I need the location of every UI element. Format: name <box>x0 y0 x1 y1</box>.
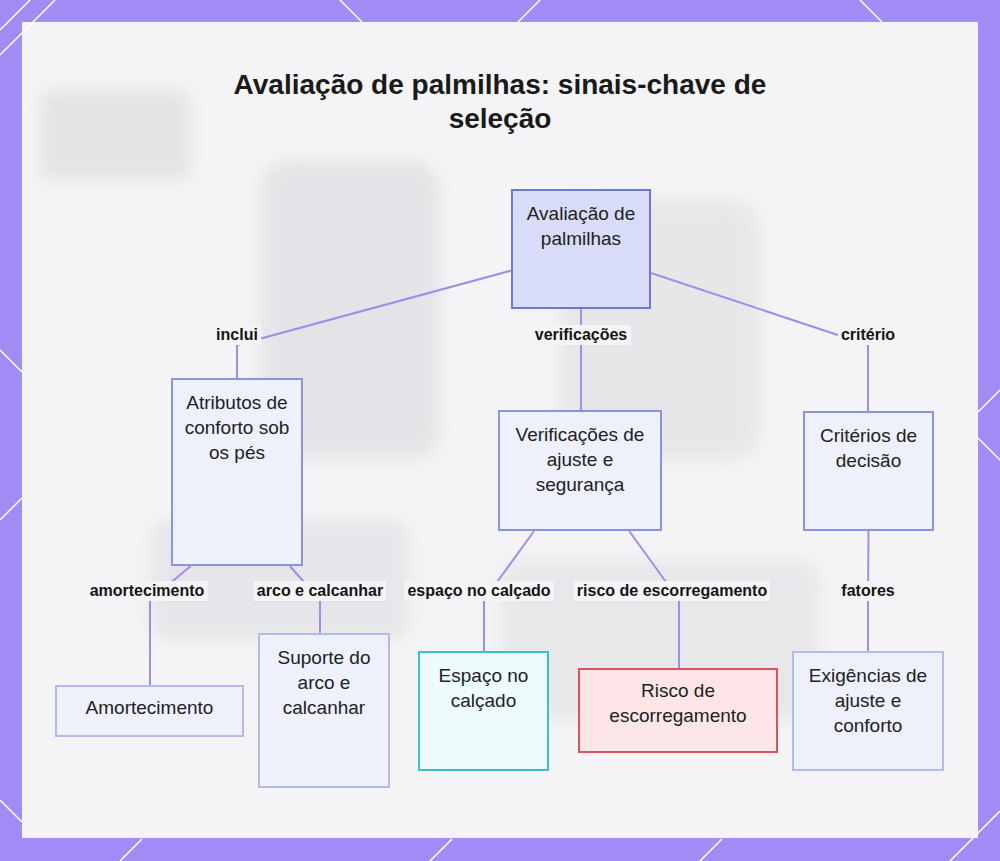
concept-box: Atributos de conforto sob os pés <box>171 378 303 566</box>
box-text: Verificações de ajuste e segurança <box>508 422 652 497</box>
concept-box: Suporte do arco e calcanhar <box>258 633 390 788</box>
box-text: Atributos de conforto sob os pés <box>181 390 293 465</box>
edge-label: fatores <box>838 581 897 601</box>
concept-box: Critérios de decisão <box>803 411 934 531</box>
edge-label: espaço no calçado <box>404 581 553 601</box>
edge-label: critério <box>838 325 898 345</box>
edge-label: arco e calcanhar <box>254 581 386 601</box>
edge-label: verificações <box>532 325 631 345</box>
box-text: Avaliação de palmilhas <box>521 201 641 251</box>
edge-label: risco de escorregamento <box>574 581 770 601</box>
connector-line <box>651 273 868 411</box>
diagram-title: Avaliação de palmilhas: sinais-chave de … <box>210 68 790 136</box>
concept-box: Espaço no calçado <box>418 651 549 771</box>
concept-box: Risco de escorregamento <box>578 668 778 753</box>
concept-box: Verificações de ajuste e segurança <box>498 410 662 531</box>
box-text: Amortecimento <box>86 695 214 720</box>
box-text: Espaço no calçado <box>428 663 539 713</box>
concept-box: Avaliação de palmilhas <box>511 189 651 309</box>
concept-box: Exigências de ajuste e conforto <box>792 651 944 771</box>
connector-line <box>237 271 511 378</box>
blurred-photo <box>40 90 820 720</box>
concept-box: Amortecimento <box>55 685 244 737</box>
box-text: Critérios de decisão <box>813 423 924 473</box>
edge-label: inclui <box>213 325 261 345</box>
box-text: Risco de escorregamento <box>588 678 768 728</box>
box-text: Suporte do arco e calcanhar <box>268 645 380 720</box>
box-text: Exigências de ajuste e conforto <box>802 663 934 738</box>
edge-label: amortecimento <box>87 581 208 601</box>
